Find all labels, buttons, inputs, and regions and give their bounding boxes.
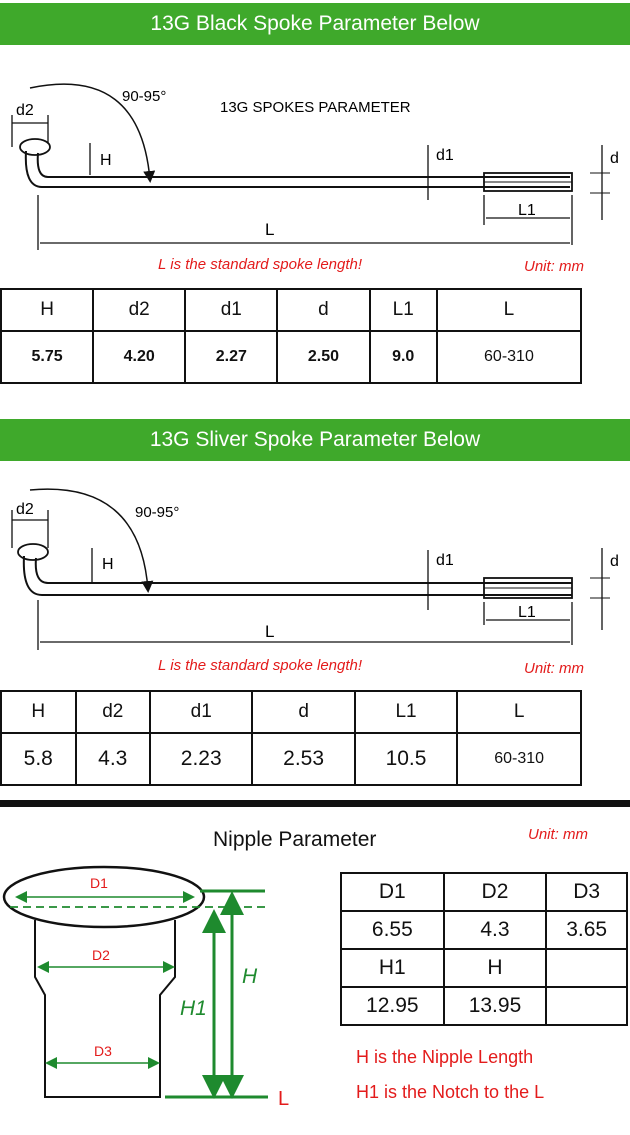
table-cell [545, 986, 628, 1026]
nipple-note-2: H1 is the Notch to the L [356, 1082, 545, 1102]
unit-label: Unit: mm [524, 258, 584, 275]
table-cell: H [442, 948, 548, 988]
angle-label: 90-95° [122, 88, 166, 105]
standard-length-note: L is the standard spoke length! [158, 256, 363, 273]
label-L: L [265, 220, 274, 239]
table-cell: 4.3 [442, 910, 548, 950]
table-row: D1 D2 D3 [340, 872, 628, 912]
nipple-diagram: D1 D2 D3 H1 H L [2, 865, 289, 1110]
table-value-cell: 5.8 [0, 732, 77, 786]
section-divider [0, 800, 630, 807]
table-header-cell: L [435, 288, 583, 332]
table-header-cell: d [276, 288, 371, 332]
label-D2: D2 [92, 947, 110, 963]
table-header-cell: d1 [184, 288, 279, 332]
black-spoke-banner: 13G Black Spoke Parameter Below [0, 3, 630, 45]
black-spoke-table: H d2 d1 d L1 L 5.75 4.20 2.27 2.50 9.0 6… [0, 288, 583, 384]
nipple-note-1: H is the Nipple Length [356, 1047, 534, 1067]
table-header-cell: H [0, 288, 95, 332]
standard-length-note: L is the standard spoke length! [158, 657, 363, 674]
black-spoke-diagram: 90-95° 13G SPOKES PARAMETER d2 H d1 L1 d… [11, 83, 619, 250]
nipple-unit-label: Unit: mm [528, 826, 588, 843]
table-value-cell: 2.23 [149, 732, 254, 786]
nipple-table: D1 D2 D3 6.55 4.3 3.65 H1 H 12.95 13.95 [340, 872, 628, 1026]
table-header-cell: L [456, 690, 582, 734]
table-row: 12.95 13.95 [340, 986, 628, 1026]
table-value-row: 5.75 4.20 2.27 2.50 9.0 60-310 [0, 330, 583, 384]
table-value-cell: 9.0 [368, 330, 438, 384]
table-header-row: H d2 d1 d L1 L [0, 288, 583, 332]
table-value-cell: 4.20 [92, 330, 187, 384]
table-value-cell: 5.75 [0, 330, 95, 384]
table-header-cell: d2 [74, 690, 152, 734]
table-cell: H1 [340, 948, 445, 988]
table-value-row: 5.8 4.3 2.23 2.53 10.5 60-310 [0, 732, 582, 786]
silver-spoke-banner: 13G Sliver Spoke Parameter Below [0, 419, 630, 461]
label-L1: L1 [518, 202, 536, 219]
table-row: 6.55 4.3 3.65 [340, 910, 628, 950]
label-d: d [610, 553, 619, 570]
label-d2: d2 [16, 102, 34, 119]
table-header-cell: d2 [92, 288, 187, 332]
table-value-cell: 2.53 [251, 732, 356, 786]
table-cell: 12.95 [340, 986, 445, 1026]
table-header-cell: L1 [353, 690, 459, 734]
table-cell: D3 [545, 872, 628, 912]
unit-label: Unit: mm [524, 660, 584, 677]
label-D3: D3 [94, 1043, 112, 1059]
table-cell: 13.95 [442, 986, 548, 1026]
table-value-cell: 2.27 [184, 330, 279, 384]
table-cell: 6.55 [340, 910, 445, 950]
nipple-title: Nipple Parameter [213, 828, 377, 851]
silver-spoke-table: H d2 d1 d L1 L 5.8 4.3 2.23 2.53 10.5 60… [0, 690, 582, 786]
table-value-cell: 2.50 [276, 330, 371, 384]
table-header-cell: d [251, 690, 356, 734]
label-H: H [102, 556, 114, 573]
label-H1: H1 [180, 997, 207, 1020]
table-cell [545, 948, 628, 988]
label-d1: d1 [436, 552, 454, 569]
label-d1: d1 [436, 147, 454, 164]
label-L1: L1 [518, 604, 536, 621]
label-H: H [242, 965, 258, 988]
table-value-cell: 60-310 [456, 732, 582, 786]
label-D1: D1 [90, 875, 108, 891]
table-value-cell: 10.5 [353, 732, 459, 786]
table-header-cell: H [0, 690, 77, 734]
table-value-cell: 60-310 [435, 330, 583, 384]
table-cell: D2 [442, 872, 548, 912]
label-d2: d2 [16, 501, 34, 518]
label-H: H [100, 152, 112, 169]
table-cell: D1 [340, 872, 445, 912]
label-L: L [278, 1088, 289, 1110]
table-header-row: H d2 d1 d L1 L [0, 690, 582, 734]
diagram-title: 13G SPOKES PARAMETER [220, 99, 411, 116]
table-header-cell: d1 [149, 690, 254, 734]
table-header-cell: L1 [368, 288, 438, 332]
angle-label: 90-95° [135, 504, 179, 521]
label-d: d [610, 150, 619, 167]
table-row: H1 H [340, 948, 628, 988]
label-L: L [265, 622, 274, 641]
table-value-cell: 4.3 [74, 732, 152, 786]
table-cell: 3.65 [545, 910, 628, 950]
silver-spoke-diagram: 90-95° d2 H d1 L1 d L [11, 488, 619, 650]
